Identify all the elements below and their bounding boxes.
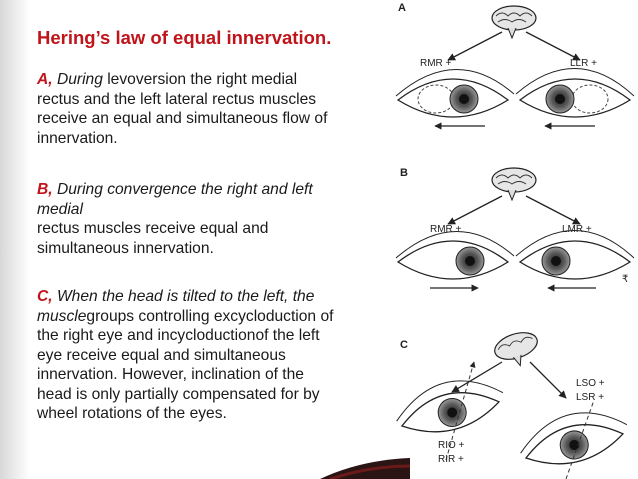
paragraph-a-line-4: innervation. [37,129,118,147]
slide-edge-shade [0,0,30,479]
paragraph-b-text: During convergence the right and left [56,181,313,198]
panel-c-right-eye [396,380,504,433]
panel-b-left-label: RMR + [430,224,462,235]
paragraph-c-line-2-rest: groups controlling excycloduction of [86,307,334,325]
paragraph-a-lead-italic: During [56,71,103,88]
panel-c-left-upper-label: RIO + [438,440,465,451]
panel-c-left-lower-label: RIR + [438,454,464,465]
paragraph-c-line-3: the right eye and incycloductionof the l… [37,327,320,344]
paragraph-a-line-3: receive an equal and simultaneous flow o… [37,110,328,127]
panel-c-brain-icon [494,332,538,367]
paragraph-a-line-2: rectus and the left lateral rectus muscl… [37,90,317,108]
panel-a-letter: A [398,2,406,14]
paragraph-b-lead: B, [37,181,53,198]
panel-a-brain-icon [491,5,537,40]
panel-c-right-upper-label: LSO + [576,378,605,389]
paragraph-c-line-6: head is only partially compensated for b… [37,385,320,403]
paragraph-b-line-1: B, During convergence the right and left [37,180,382,200]
panel-a-right-label: LLR + [570,58,597,69]
paragraph-b-line-3: rectus muscles receive equal and [37,220,269,237]
paragraph-c-line-7: wheel rotations of the eyes. [37,405,227,422]
slide-title: Hering’s law of equal innervation. [37,27,332,48]
paragraph-c-text: When the head is tilted to the left, the [56,288,315,305]
paragraph-b: B, During convergence the right and left… [37,180,382,258]
panel-c-right-lower-label: LSR + [576,392,604,403]
paragraph-b-line-4: simultaneous innervation. [37,239,214,257]
paragraph-c: C, When the head is tilted to the left, … [37,287,382,424]
panel-a-right-eye [395,69,515,118]
paragraph-c-line-5: innervation. However, inclination of the [37,366,304,383]
panel-a-left-eye [515,68,635,118]
paragraph-a: A, During levoversion the right medial r… [37,70,382,148]
paragraph-c-italic-word: muscle [37,307,87,325]
panel-b-left-eye [515,230,635,280]
panel-c-left-eye [520,412,628,465]
panel-b-right-eye [395,231,515,280]
paragraph-a-text: levoversion the right medial [107,71,298,88]
panel-a-left-label: RMR + [420,58,452,69]
paragraph-c-lead: C, [37,288,53,305]
paragraph-c-line-4: eye receive equal and simultaneous [37,346,286,364]
decorative-swoosh [320,458,410,479]
paragraph-a-lead: A, [37,71,53,88]
paragraph-a-line-1: A, During levoversion the right medial [37,70,382,90]
panel-c-letter: C [400,339,408,351]
panel-b-brain-icon [491,167,537,202]
hering-law-figure: A RMR + LLR + B [395,2,635,479]
panel-b-corner-mark: ₹ [622,274,628,285]
paragraph-b-line-2: medial [37,200,83,218]
paragraph-c-line-1: C, When the head is tilted to the left, … [37,287,382,307]
panel-b-letter: B [400,167,408,179]
paragraph-c-line-2: musclegroups controlling excycloduction … [37,307,382,327]
panel-b-right-label: LMR + [562,224,592,235]
